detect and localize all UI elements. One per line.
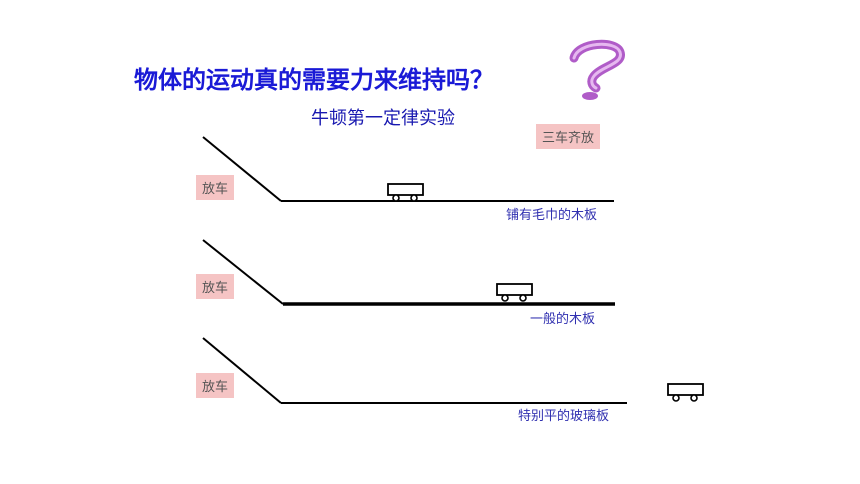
- surface-label-glass: 特别平的玻璃板: [518, 409, 610, 424]
- cart-glass-lane: [667, 383, 704, 402]
- question-mark-icon: [569, 39, 625, 100]
- lane-glass-track: [202, 337, 627, 404]
- release-all-button[interactable]: 三车齐放: [536, 124, 601, 149]
- surface-label-towel: 铺有毛巾的木板: [506, 208, 598, 223]
- slide-subtitle: 牛顿第一定律实验: [311, 108, 455, 129]
- cart-board-lane: [496, 283, 533, 302]
- cart-towel-lane: [387, 183, 424, 202]
- release-button-glass[interactable]: 放车: [196, 373, 235, 398]
- lane-towel-track: [202, 136, 614, 202]
- lane-board-track: [202, 239, 615, 306]
- release-button-board[interactable]: 放车: [196, 274, 235, 299]
- surface-label-board: 一般的木板: [530, 312, 596, 327]
- slide-title: 物体的运动真的需要力来维持吗？: [134, 66, 494, 94]
- release-button-towel[interactable]: 放车: [196, 175, 235, 200]
